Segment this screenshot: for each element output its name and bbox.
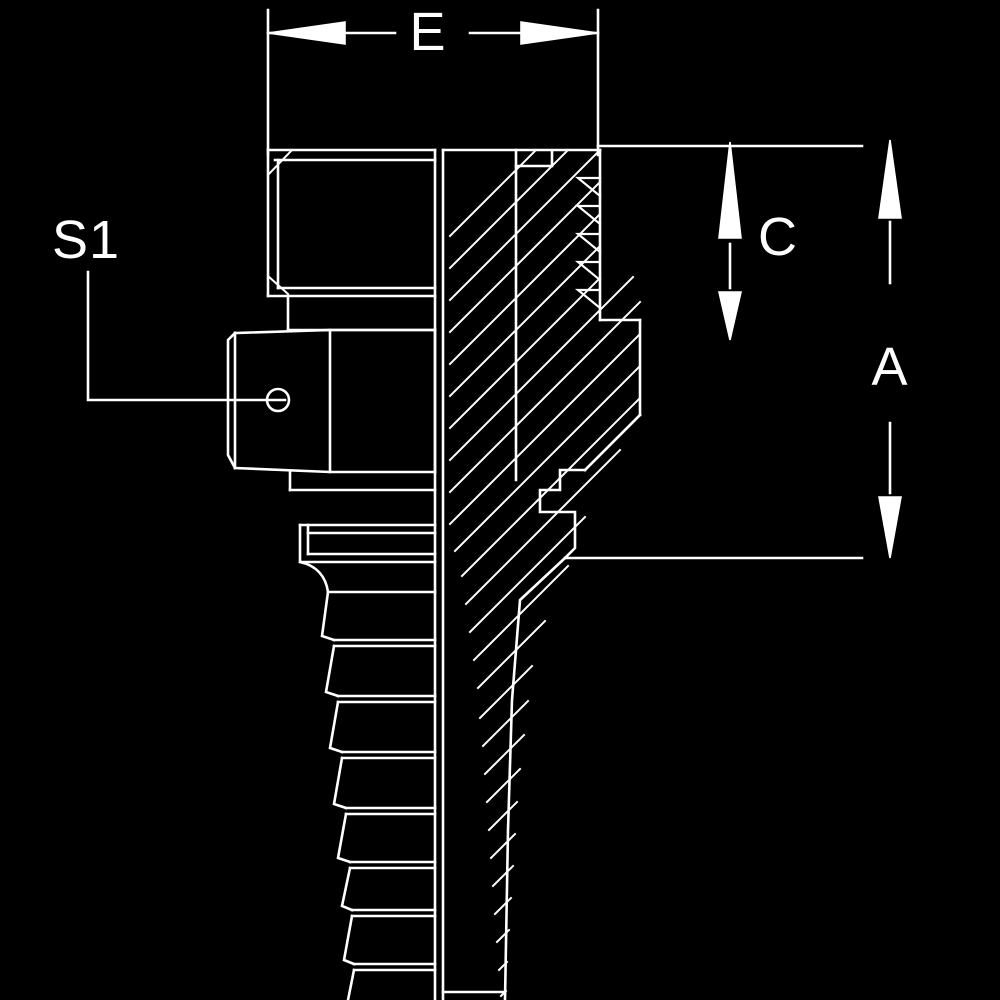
dimension-e-label: E (409, 2, 446, 62)
section-shoulder-steps (538, 468, 587, 560)
swivel-nut-profile (266, 148, 437, 332)
dimension-a-label: A (871, 337, 908, 397)
dimension-a-group (878, 139, 902, 559)
dim-c-arrow-top (718, 141, 742, 239)
section-thread-relief (514, 148, 554, 168)
dim-a-arrow-top (878, 139, 902, 219)
dim-e-arrow-right (520, 21, 599, 45)
dimension-c-label: C (758, 207, 798, 267)
hex-left-outline (226, 331, 237, 470)
nut-chamfer-top-left (266, 148, 294, 177)
dim-e-arrow-left (267, 21, 346, 45)
dimension-c-group (717, 141, 743, 341)
callout-s1-group (86, 270, 291, 413)
barb-transition-radius (298, 560, 330, 594)
dim-a-arrow-bottom (878, 496, 902, 559)
hose-barb-stem (298, 523, 437, 1000)
section-taper-edge (583, 413, 642, 472)
hex-wrench-flat-profile (226, 328, 437, 492)
dimension-e-group (266, 8, 600, 157)
section-nipple-outer-wall (503, 556, 567, 1000)
callout-s1-leader (86, 270, 287, 402)
callout-s1-label: S1 (52, 210, 120, 270)
body-centre-column (433, 148, 445, 1000)
callout-s1-target-circle (265, 387, 291, 413)
barb-teeth-group (320, 590, 437, 1000)
section-hatching (448, 148, 642, 998)
nut-chamfer-bottom-left (266, 274, 290, 296)
dim-c-arrow-bottom (717, 291, 743, 341)
